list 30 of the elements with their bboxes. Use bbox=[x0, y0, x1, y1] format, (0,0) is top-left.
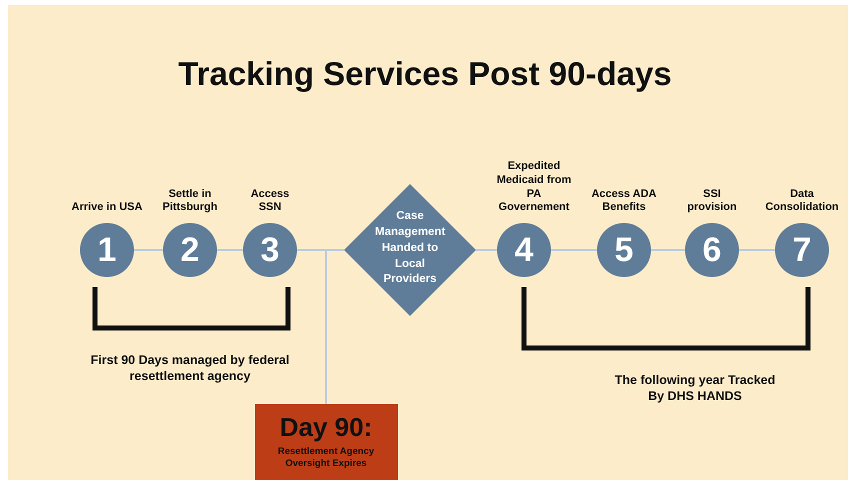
step-caption: Access ADA Benefits bbox=[590, 188, 658, 215]
connector-line bbox=[551, 249, 597, 251]
step-caption: Access SSN bbox=[250, 188, 290, 215]
diamond-text: Case Management Handed to Local Providers bbox=[375, 209, 445, 288]
decision-diamond bbox=[344, 184, 476, 316]
step-number: 3 bbox=[260, 230, 280, 270]
step-number: 4 bbox=[514, 230, 534, 270]
step-number: 2 bbox=[180, 230, 200, 270]
step-number: 1 bbox=[98, 230, 116, 270]
connector-line bbox=[739, 249, 775, 251]
step-caption: Settle in Pittsburgh bbox=[162, 188, 218, 215]
step-number: 7 bbox=[792, 230, 812, 270]
milestone-text: Resettlement Agency Oversight Expires bbox=[276, 446, 376, 470]
connector-line bbox=[476, 249, 497, 251]
connector-line bbox=[325, 250, 327, 404]
bracket-caption: The following year Tracked By DHS HANDS bbox=[614, 372, 776, 404]
step-caption: Arrive in USA bbox=[70, 201, 144, 215]
connector-line bbox=[134, 249, 163, 251]
step-number: 6 bbox=[702, 230, 722, 270]
bracket-caption: First 90 Days managed by federal resettlement agency bbox=[90, 352, 290, 384]
connector-line bbox=[651, 249, 685, 251]
step-caption: SSI provision bbox=[686, 188, 738, 215]
step-number: 5 bbox=[614, 230, 634, 270]
connector-line bbox=[217, 249, 243, 251]
step-caption: Expedited Medicaid from PA Governement bbox=[496, 160, 572, 215]
step-caption: Data Consolidation bbox=[764, 188, 840, 215]
milestone-box bbox=[254, 404, 398, 480]
connector-line bbox=[297, 249, 344, 251]
milestone-heading: Day 90: bbox=[280, 412, 372, 443]
title: Tracking Services Post 90-days bbox=[177, 55, 673, 93]
